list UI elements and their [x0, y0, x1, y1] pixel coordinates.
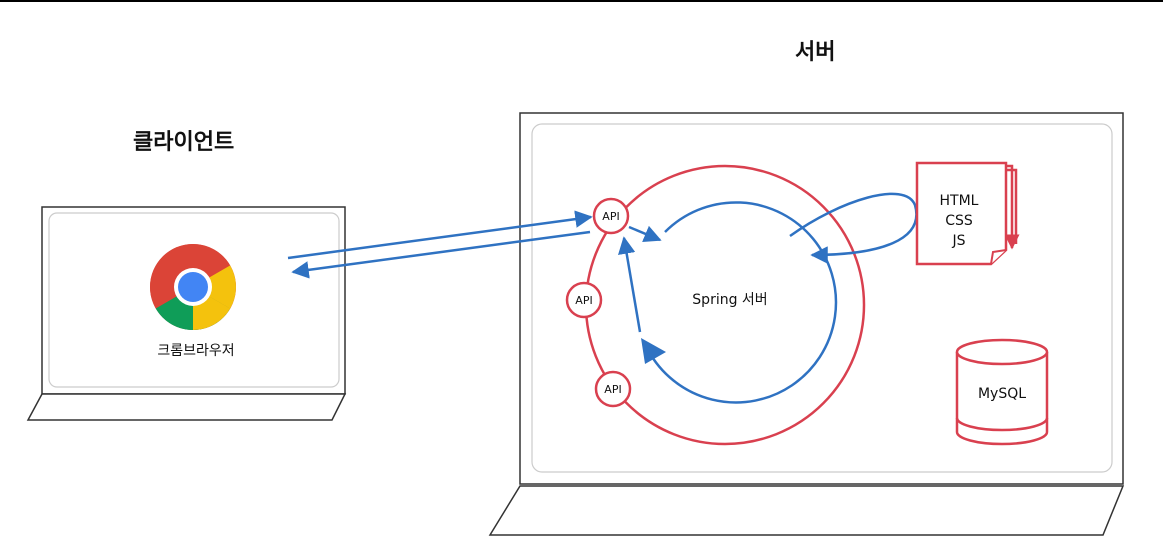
api-node[interactable]: API: [594, 370, 632, 408]
api-label: API: [575, 294, 592, 307]
server-base: [488, 485, 1125, 536]
api-label: API: [602, 210, 619, 223]
database-label: MySQL: [978, 386, 1026, 402]
file-css: CSS: [945, 213, 973, 229]
spring-to-api-arrow: [618, 236, 642, 333]
inner-ring-arrowhead: [641, 338, 666, 364]
server-machine: [488, 112, 1125, 536]
file-html: HTML: [940, 193, 979, 209]
file-js: JS: [951, 233, 965, 249]
chrome-icon[interactable]: [150, 244, 236, 330]
static-files-arrow: [789, 192, 918, 264]
request-arrow: [287, 210, 593, 260]
static-files-icon[interactable]: HTML CSS JS: [915, 161, 1020, 266]
spring-label: Spring 서버: [692, 292, 767, 308]
client-laptop: [26, 206, 347, 421]
api-to-spring-arrow: [628, 225, 662, 242]
spring-inner-ring: [646, 201, 838, 404]
api-node[interactable]: API: [592, 197, 630, 235]
client-title: 클라이언트: [133, 130, 235, 155]
browser-label: 크롬브라우저: [157, 343, 234, 359]
top-divider: [0, 0, 1163, 2]
server-title: 서버: [795, 40, 836, 65]
client-laptop-base: [26, 393, 347, 421]
response-arrow: [291, 230, 591, 279]
api-node[interactable]: API: [565, 281, 603, 319]
api-label: API: [604, 383, 621, 396]
database-icon[interactable]: MySQL: [955, 338, 1049, 446]
